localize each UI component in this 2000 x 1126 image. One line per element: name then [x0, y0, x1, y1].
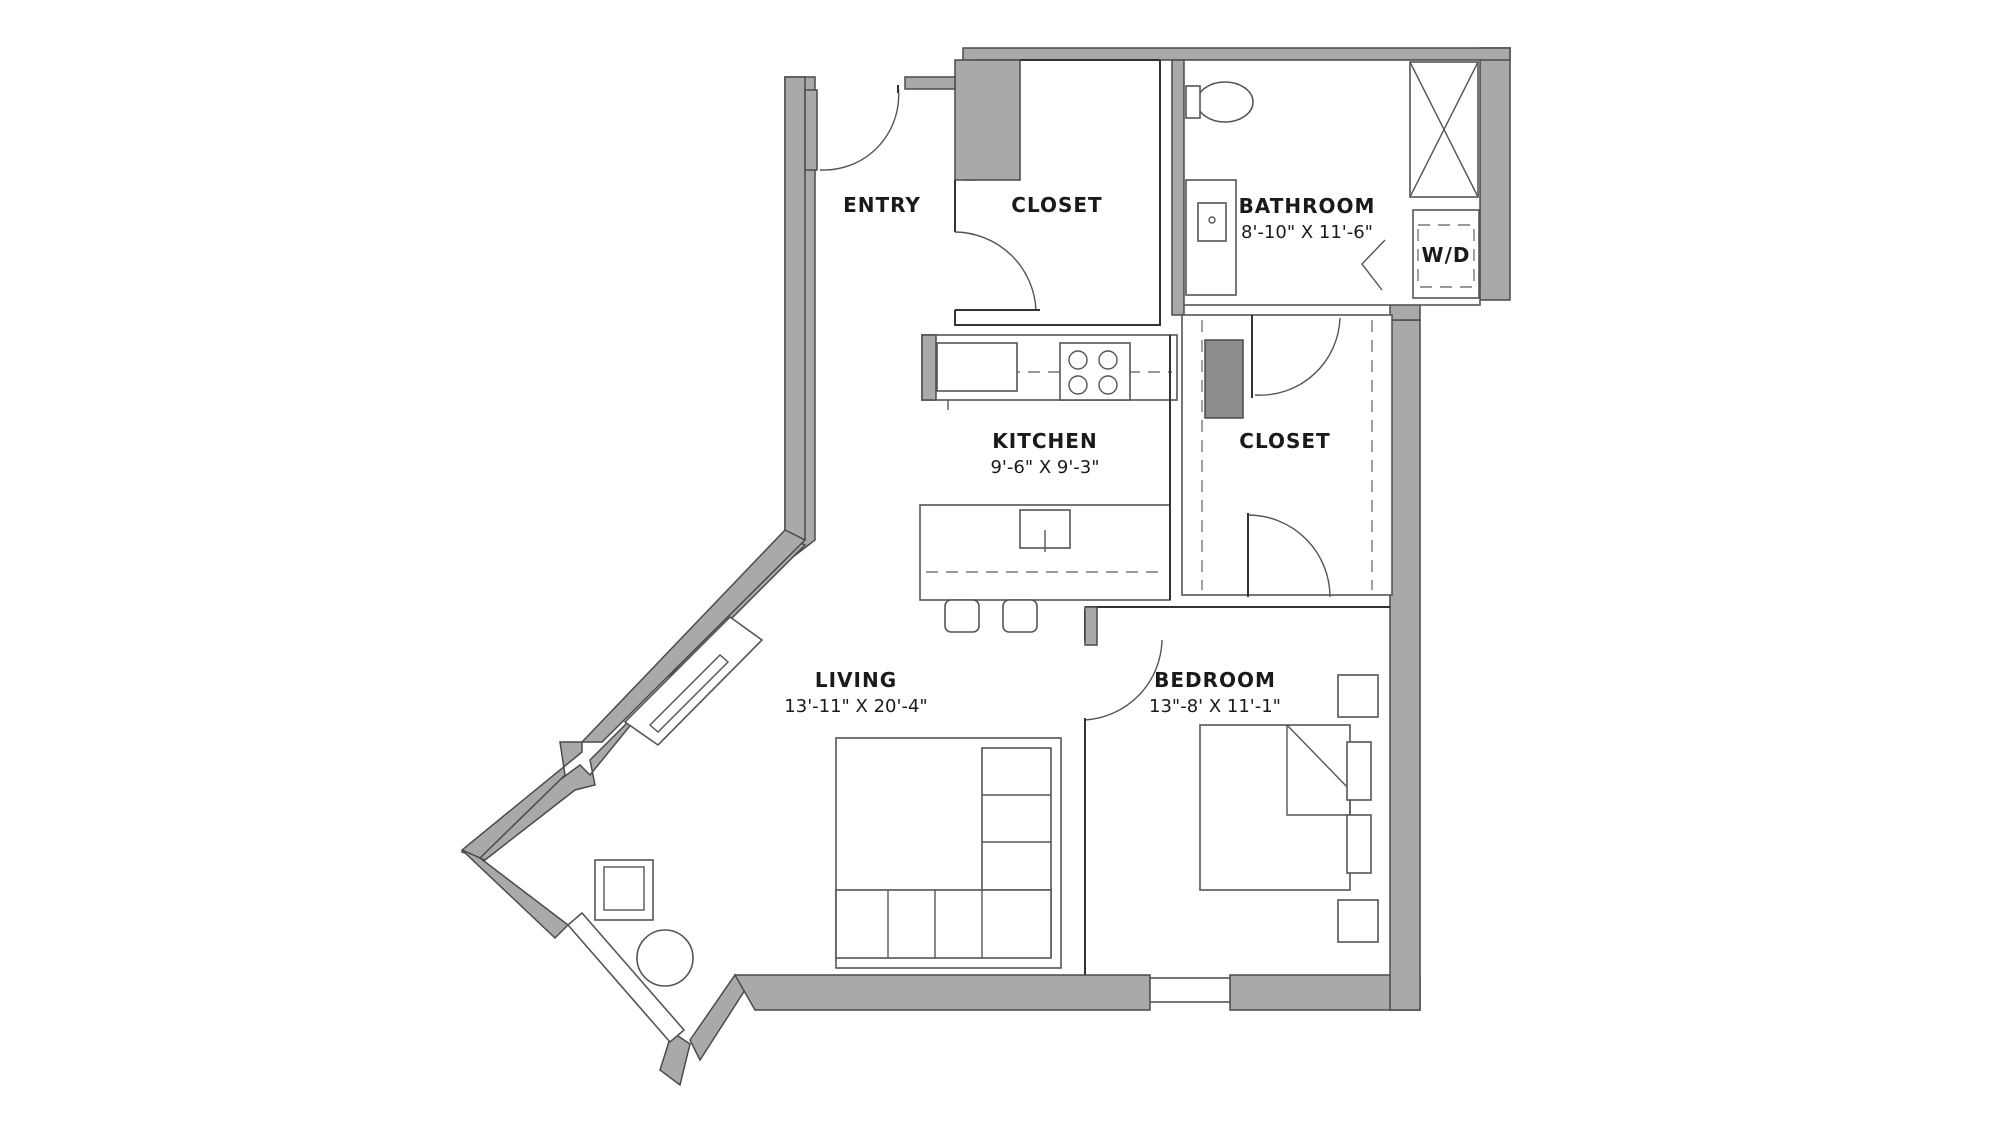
furniture — [594, 615, 1379, 987]
shower-diag-2 — [1409, 61, 1479, 198]
bed — [1199, 724, 1351, 891]
bedroom-pier — [1084, 606, 1098, 646]
bedroom-title: BEDROOM — [1154, 668, 1276, 692]
wall-left-upper-main — [784, 76, 806, 541]
interior-walls — [919, 59, 1481, 975]
nightstand-bottom — [1337, 899, 1379, 943]
window-living-corner — [566, 911, 686, 1044]
nightstand-top — [1337, 674, 1379, 718]
closet-door-swing — [1247, 514, 1331, 598]
entry-title: ENTRY — [843, 193, 921, 217]
vanity-sink — [1197, 202, 1227, 242]
vanity-drain — [1208, 216, 1216, 224]
pillow-2 — [1346, 814, 1372, 874]
entry-door-swing — [819, 84, 900, 171]
burner-1 — [1068, 350, 1088, 370]
bathroom-dims: 8'-10" X 11'-6" — [1241, 222, 1373, 243]
wall-bottom-diag — [689, 973, 746, 1062]
living-dims: 13'-11" X 20'-4" — [784, 696, 927, 717]
wall-bottom-living — [733, 974, 1151, 1011]
burner-4 — [1098, 375, 1118, 395]
bar-stool-2 — [1002, 599, 1038, 633]
window-bedroom — [1149, 977, 1231, 1003]
wall-corner-left — [461, 849, 570, 940]
burner-2 — [1098, 350, 1118, 370]
wall-top-bath-div — [1171, 59, 1185, 316]
kitchen-title: KITCHEN — [992, 429, 1097, 453]
bedroom-door-swing — [1084, 639, 1163, 721]
doors — [819, 84, 1386, 722]
living-title: LIVING — [815, 668, 897, 692]
toilet-tank — [1185, 85, 1201, 119]
wall-corner-bottom — [659, 1030, 691, 1087]
kitchen-sink — [936, 342, 1018, 392]
wall-diagonal-main — [460, 529, 807, 859]
pillow-1 — [1346, 741, 1372, 801]
wd-bifold-door — [1361, 239, 1386, 291]
bathroom-cabinet — [1204, 339, 1244, 419]
windows — [566, 911, 1231, 1044]
wall-entry-jamb — [804, 89, 818, 171]
wall-top-left — [904, 76, 956, 90]
bar-stool-1 — [944, 599, 980, 633]
bedroom-dims: 13"-8' X 11'-1" — [1149, 696, 1281, 717]
bedroom-closet-title: CLOSET — [1239, 429, 1330, 453]
closet-wall-left-b — [954, 60, 1161, 326]
burner-3 — [1068, 375, 1088, 395]
wall-top-pier — [954, 59, 1021, 181]
kitchen-dims: 9'-6" X 9'-3" — [990, 457, 1099, 478]
wall-right-lower — [1389, 319, 1421, 1011]
toilet-bowl — [1196, 81, 1254, 123]
armchair-seat — [603, 866, 645, 911]
washer-dryer-dash — [1417, 224, 1475, 288]
kitchen-wall-left — [921, 334, 937, 401]
tv-screen — [648, 654, 730, 733]
stove — [1059, 342, 1131, 401]
entry-closet-door-swing — [954, 231, 1037, 311]
entry-closet-title: CLOSET — [1011, 193, 1102, 217]
sofa-seat-bottom — [835, 889, 1052, 959]
bathroom-title: BATHROOM — [1239, 194, 1376, 218]
washer-dryer-label: W/D — [1422, 243, 1471, 267]
bath-door-swing — [1254, 317, 1341, 396]
round-side-table — [636, 929, 694, 987]
room-labels: ENTRY CLOSET BATHROOM 8'-10" X 11'-6" W/… — [784, 193, 1471, 717]
